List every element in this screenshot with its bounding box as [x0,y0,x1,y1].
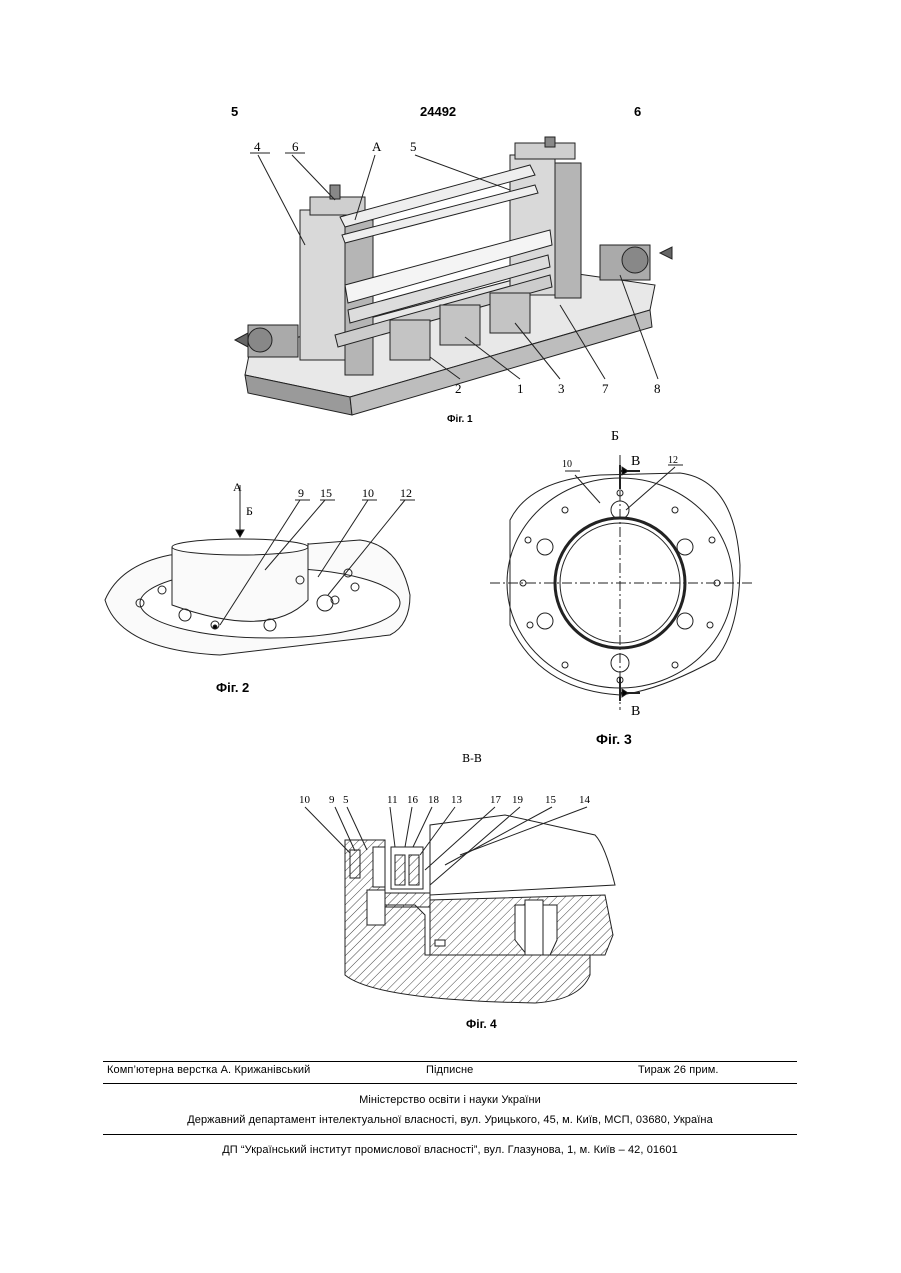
fig1-label-1: 1 [517,381,524,396]
figure-2-caption: Фіг. 2 [216,680,249,695]
footer-rule-bottom [103,1134,797,1135]
fig2-view-label: А [233,480,242,494]
fig1-label-8: 8 [654,381,661,396]
fig2-label-10: 10 [362,486,374,500]
footer-typesetter: Комп’ютерна верстка А. Крижанівський [107,1064,310,1076]
fig4-label-11: 11 [387,794,398,806]
fig2-label-9: 9 [298,486,304,500]
figure-3-top-view-drawing: Б 10 12 В В [490,425,752,725]
fig4-label-14: 14 [579,794,591,806]
footer-circulation: Тираж 26 прим. [638,1064,719,1076]
fig4-label-17: 17 [490,794,502,806]
fig4-label-5: 5 [343,794,349,806]
fig3-section-bottom: В [631,704,640,719]
fig4-label-15: 15 [545,794,557,806]
figure-4-caption: Фіг. 4 [466,1017,497,1031]
page-number-right: 6 [634,104,641,119]
fig4-label-16: 16 [407,794,419,806]
fig4-label-13: 13 [451,794,463,806]
fig2-label-15: 15 [320,486,332,500]
fig2-arrow-label: Б [246,504,253,518]
footer-rule-top [103,1061,797,1062]
footer-signed: Підписне [426,1064,473,1076]
fig3-view-label: Б [611,429,619,444]
fig3-label-10: 10 [562,459,572,470]
fig1-label-3: 3 [558,381,565,396]
patent-number: 24492 [420,104,456,119]
footer-rule-middle [103,1083,797,1084]
footer-institute: ДП “Український інститут промислової вла… [103,1144,797,1156]
fig4-section-label: В-В [462,752,482,765]
fig1-label-2: 2 [455,381,462,396]
fig4-label-18: 18 [428,794,440,806]
fig3-section-top: В [631,454,640,469]
figure-1-caption: Фіг. 1 [447,414,473,425]
fig1-label-a: А [372,139,382,154]
page-number-left: 5 [231,104,238,119]
fig4-label-10: 10 [299,794,311,806]
fig4-label-19: 19 [512,794,524,806]
figure-1-machine-drawing: 4 6 А 5 2 1 3 7 8 [230,135,680,420]
figure-2-flange-drawing: А Б 9 15 10 12 [100,475,420,670]
fig1-label-6: 6 [292,139,299,154]
footer-ministry: Міністерство освіти і науки України [103,1094,797,1106]
fig2-label-12: 12 [400,486,412,500]
footer-department: Державний департамент інтелектуальної вл… [103,1114,797,1126]
figure-3-caption: Фіг. 3 [596,731,632,747]
fig1-label-5: 5 [410,139,417,154]
fig4-label-9: 9 [329,794,335,806]
figure-4-section-drawing: 10 9 5 11 16 18 13 17 19 15 14 [295,785,625,1010]
fig1-label-4: 4 [254,139,261,154]
fig3-label-12: 12 [668,455,678,466]
fig1-label-7: 7 [602,381,609,396]
